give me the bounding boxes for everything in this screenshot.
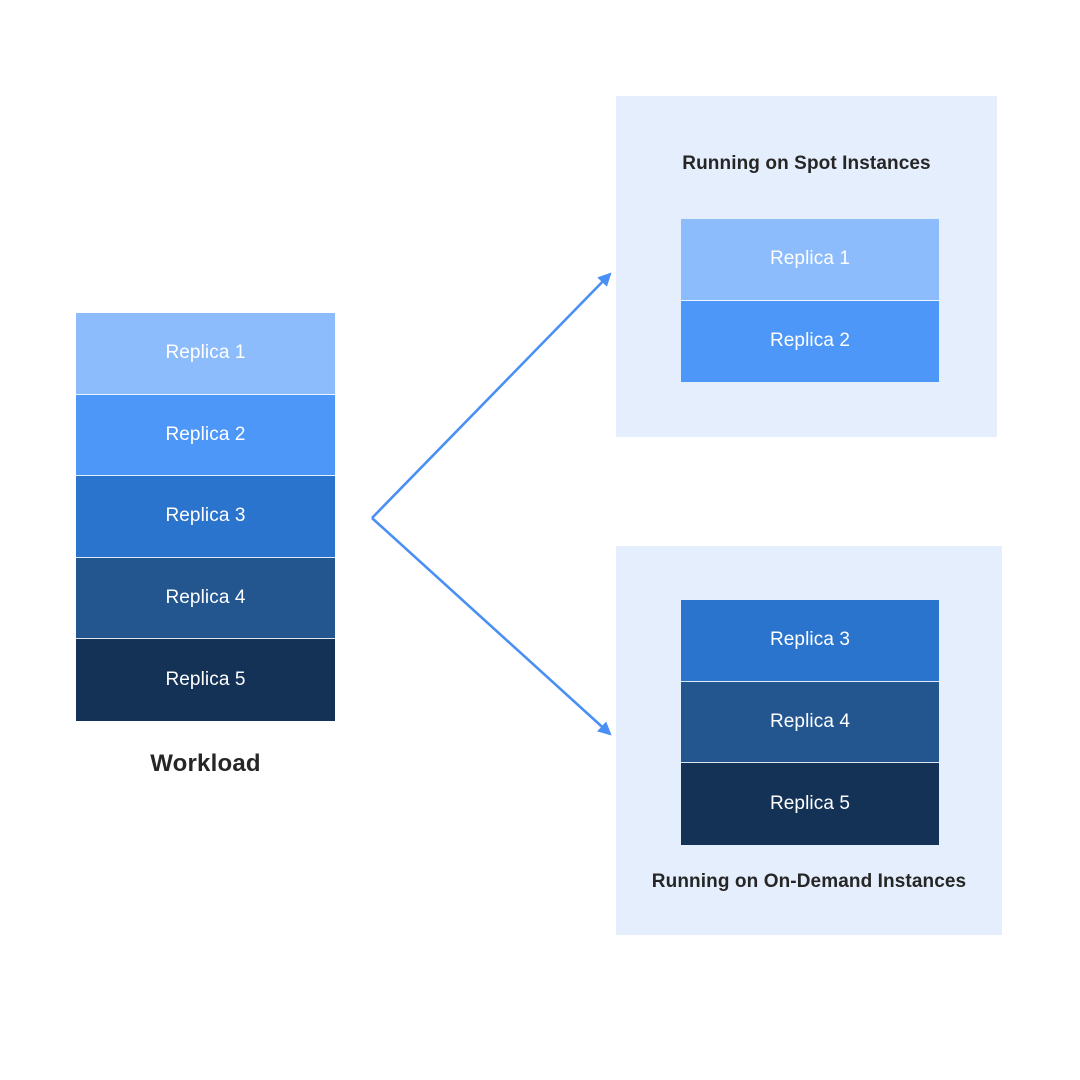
workload-replica-4[interactable]: Replica 4 [76, 557, 335, 640]
workload-caption: Workload [150, 750, 261, 777]
replica-label: Replica 5 [165, 669, 246, 691]
ondemand-replica-4[interactable]: Replica 4 [681, 681, 939, 764]
ondemand-replica-5[interactable]: Replica 5 [681, 763, 939, 845]
panel-ondemand-title: Running on On-Demand Instances [651, 871, 967, 892]
replica-label: Replica 2 [165, 423, 246, 445]
panel-spot-instances: Running on Spot Instances Replica 1 Repl… [616, 96, 997, 437]
panel-spot-title: Running on Spot Instances [682, 153, 931, 174]
replica-label: Replica 2 [769, 330, 851, 352]
replica-label: Replica 1 [165, 342, 246, 364]
workload-replica-3[interactable]: Replica 3 [76, 476, 335, 558]
replica-label: Replica 1 [769, 248, 851, 270]
replica-label: Replica 4 [769, 710, 851, 732]
workload-replica-2[interactable]: Replica 2 [76, 394, 335, 477]
ondemand-replica-3[interactable]: Replica 3 [681, 600, 939, 682]
arrow-to-spot [371, 272, 612, 519]
workload-replica-1[interactable]: Replica 1 [76, 313, 335, 395]
workload-replica-5[interactable]: Replica 5 [76, 639, 335, 721]
workload-stack: Replica 1 Replica 2 Replica 3 Replica 4 … [76, 313, 335, 721]
panel-ondemand-replica-list: Replica 3 Replica 4 Replica 5 [681, 600, 939, 845]
panel-spot-replica-list: Replica 1 Replica 2 [681, 219, 939, 383]
replica-label: Replica 4 [165, 587, 246, 609]
replica-label: Replica 3 [769, 629, 851, 651]
workload-replica-list: Replica 1 Replica 2 Replica 3 Replica 4 … [76, 313, 335, 721]
spot-replica-1[interactable]: Replica 1 [681, 219, 939, 301]
replica-label: Replica 5 [769, 792, 851, 814]
panel-ondemand-instances: Replica 3 Replica 4 Replica 5 Running on… [616, 546, 1002, 935]
replica-label: Replica 3 [165, 505, 246, 527]
arrow-to-ondemand [371, 517, 612, 736]
spot-replica-2[interactable]: Replica 2 [681, 300, 939, 383]
